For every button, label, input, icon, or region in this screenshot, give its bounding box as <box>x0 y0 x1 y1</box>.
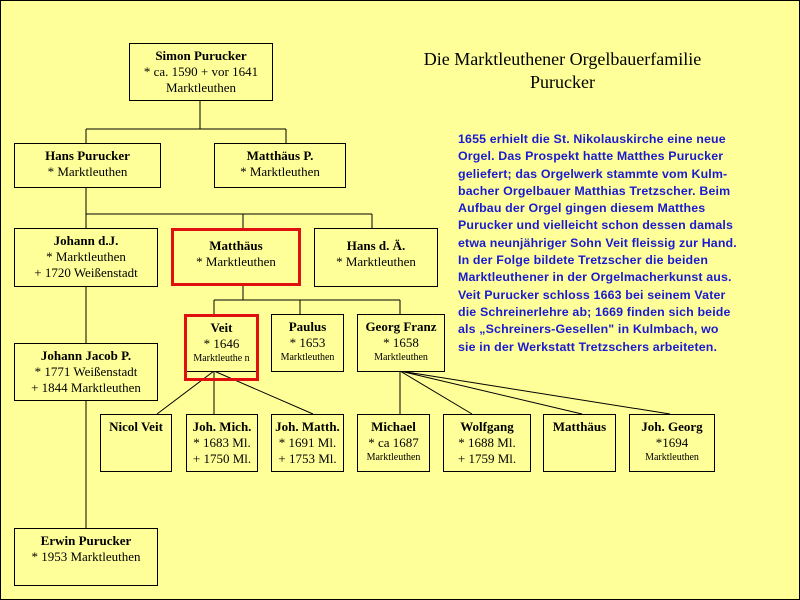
person-detail: * 1653 <box>289 335 326 350</box>
person-detail: * 1691 Ml. <box>278 435 337 450</box>
person-box-joh-matth: Joh. Matth.* 1691 Ml.+ 1753 Ml. <box>271 414 344 472</box>
person-name: Veit <box>210 320 233 335</box>
person-detail: * ca. 1590 + vor 1641 <box>143 64 259 79</box>
person-detail: * Marktleuthen <box>47 164 128 179</box>
person-detail: + 1759 Ml. <box>457 451 517 466</box>
person-box-joh-mich: Joh. Mich.* 1683 Ml.+ 1750 Ml. <box>186 414 258 472</box>
person-box-johann-jacob: Johann Jacob P.* 1771 Weißenstadt+ 1844 … <box>14 343 158 401</box>
info-line: etwa neunjähriger Sohn Veit fleissig zur… <box>458 235 737 250</box>
person-box-johann-dj: Johann d.J.* Marktleuthen+ 1720 Weißenst… <box>14 228 158 287</box>
person-box-matthaeus: Matthäus* Marktleuthen <box>171 228 301 286</box>
info-line: Marktleuthener in der Orgelmacherkunst a… <box>458 270 732 285</box>
person-detail: + 1720 Weißenstadt <box>34 265 138 280</box>
highlight-matthaeus <box>171 228 301 286</box>
info-line: die Schreinerlehre ab; 1669 finden sich … <box>458 304 731 319</box>
person-name: Simon Purucker <box>155 48 247 63</box>
person-name: Paulus <box>288 319 327 334</box>
highlight-veit <box>184 314 259 381</box>
info-line: sie in der Werkstatt Tretzschers arbeite… <box>458 339 718 354</box>
person-detail: *1694 <box>655 435 689 450</box>
person-detail: * ca 1687 <box>368 435 419 450</box>
info-text: 1655 erhielt die St. Nikolauskirche eine… <box>458 131 798 356</box>
person-name: Hans d. Ä. <box>346 238 406 253</box>
info-line: geliefert; das Orgelwerk stammte vom Kul… <box>458 166 728 181</box>
person-name: Joh. Mich. <box>192 419 252 434</box>
title-line-1: Die Marktleuthener Orgelbauerfamilie <box>423 49 702 69</box>
info-line: 1655 erhielt die St. Nikolauskirche eine… <box>458 132 726 146</box>
person-name: Matthäus <box>209 238 263 253</box>
person-name: Georg Franz <box>365 319 437 334</box>
person-detail: Marktleuthen <box>280 352 335 363</box>
info-line: In der Folge bildete Tretzscher die beid… <box>458 253 709 268</box>
person-name: Hans Purucker <box>45 148 130 163</box>
person-detail: Marktleuthe n <box>193 353 250 364</box>
person-detail: Marktleuthen <box>165 80 237 95</box>
info-line: Veit Purucker schloss 1663 bei seinem Va… <box>458 287 726 302</box>
person-box-wolfgang: Wolfgang* 1688 Ml.+ 1759 Ml. <box>443 414 531 472</box>
person-detail: Marktleuthen <box>374 352 428 363</box>
info-line: Purucker und vielleicht schon dessen dam… <box>458 218 734 233</box>
title-line-2: Purucker <box>530 72 595 92</box>
person-box-hans-da: Hans d. Ä.* Marktleuthen <box>314 228 438 287</box>
person-name: Erwin Purucker <box>40 533 132 548</box>
info-line: als „Schreiners-Gesellen" in Kulmbach, w… <box>458 322 719 337</box>
person-detail: * 1646 <box>203 336 240 351</box>
person-detail: + 1844 Marktleuthen <box>31 380 141 395</box>
person-detail: * Marktleuthen <box>46 249 126 264</box>
person-detail: * 1771 Weißenstadt <box>34 364 138 379</box>
person-box-matthaeus-p: Matthäus P.* Marktleuthen <box>214 143 346 188</box>
person-name: Johann Jacob P. <box>40 348 132 363</box>
person-name: Matthäus P. <box>246 148 314 163</box>
person-detail: * 1953 Marktleuthen <box>31 549 141 564</box>
person-name: Joh. Matth. <box>275 419 340 434</box>
person-detail: + 1750 Ml. <box>192 451 252 466</box>
person-detail: * 1658 <box>383 335 419 350</box>
person-detail: Marktleuthen <box>645 452 699 463</box>
person-detail: Marktleuthen <box>366 452 421 463</box>
person-name: Michael <box>371 419 416 434</box>
person-detail: * Marktleuthen <box>196 254 276 269</box>
person-name: Nicol Veit <box>109 419 163 434</box>
person-name: Johann d.J. <box>53 233 119 248</box>
person-detail: * Marktleuthen <box>336 254 416 269</box>
person-name: Joh. Georg <box>641 419 703 434</box>
person-detail: + 1753 Ml. <box>278 451 337 466</box>
person-box-nicol-veit: Nicol Veit <box>100 414 172 472</box>
person-box-matthaeus2: Matthäus <box>543 414 616 472</box>
person-box-hans: Hans Purucker* Marktleuthen <box>14 143 161 188</box>
person-name: Wolfgang <box>460 419 514 434</box>
person-box-erwin: Erwin Purucker* 1953 Marktleuthen <box>14 528 158 586</box>
person-detail: * Marktleuthen <box>240 164 320 179</box>
person-detail: * 1688 Ml. <box>458 435 516 450</box>
info-line: Orgel. Das Prospekt hatte Matthes Puruck… <box>458 149 724 164</box>
person-detail: * 1683 Ml. <box>193 435 251 450</box>
info-line: bacher Orgelbauer Matthias Tretzscher. B… <box>458 183 731 198</box>
info-line: Aufbau der Orgel gingen diesem Matthes <box>458 201 706 216</box>
person-name: Matthäus <box>552 419 607 434</box>
